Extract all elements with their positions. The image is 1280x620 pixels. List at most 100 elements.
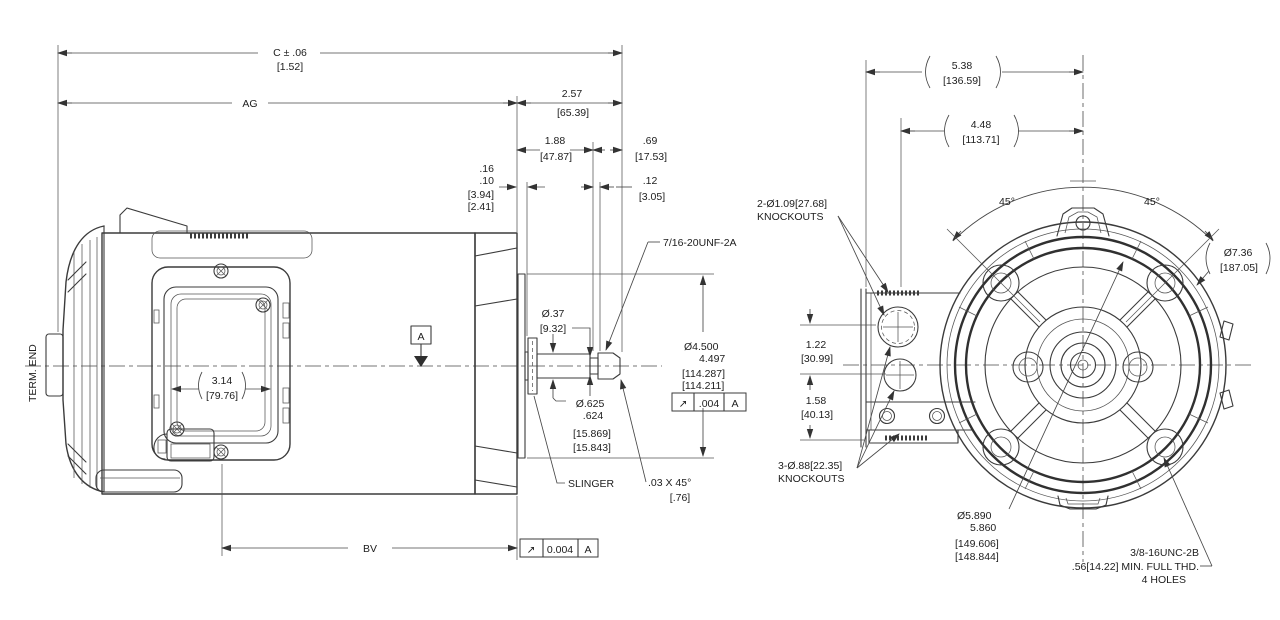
dim-12-in: .12 bbox=[643, 175, 658, 187]
dia-4500-l2: 4.497 bbox=[699, 353, 725, 365]
dim-1-88: 1.88 [47.87] bbox=[516, 135, 594, 163]
dia-4500-l1: Ø4.500 bbox=[684, 341, 719, 353]
dim-ag: AG bbox=[57, 98, 518, 110]
knockout-top bbox=[877, 306, 919, 348]
motor-body-outline bbox=[45, 207, 526, 495]
dim-394: [3.94] bbox=[468, 189, 494, 201]
tap-l3: 4 HOLES bbox=[1142, 574, 1186, 586]
runout-icon: ↗ bbox=[527, 544, 536, 556]
dim-bv-label: BV bbox=[363, 543, 377, 555]
dim-dia-5890: Ø5.890 5.860 [149.606] [148.844] bbox=[955, 261, 1124, 563]
dia-736-mm: [187.05] bbox=[1220, 262, 1258, 274]
dim-dia-736: Ø7.36 [187.05] bbox=[1196, 242, 1271, 286]
ko-top-l1: 2-Ø1.09[27.68] bbox=[757, 198, 827, 210]
runout-icon: ↗ bbox=[679, 398, 688, 410]
dia-625-l4: [15.843] bbox=[573, 442, 611, 454]
dim-2-57: 2.57 [65.39] bbox=[516, 88, 623, 119]
dim-c-mm: [1.52] bbox=[277, 61, 303, 73]
fcf-shaft-runout: ↗ .004 A bbox=[671, 392, 747, 412]
dim-c-label: C ± .06 bbox=[273, 47, 307, 59]
dim-12-mm: [3.05] bbox=[639, 191, 665, 203]
chamfer-callout: .03 X 45° [.76] bbox=[620, 379, 691, 504]
note-knockouts-bottom: 3-Ø.88[22.35] KNOCKOUTS bbox=[778, 346, 900, 485]
end-extension-lines bbox=[800, 60, 902, 441]
tap-l2: .56[14.22] MIN. FULL THD. bbox=[1072, 561, 1199, 573]
dim-c: C ± .06 [1.52] bbox=[57, 47, 623, 73]
thread-label: 7/16-20UNF-2A bbox=[663, 237, 737, 249]
dim-1-22-mm: [30.99] bbox=[801, 353, 833, 365]
dim-1-88-mm: [47.87] bbox=[540, 151, 572, 163]
face-spokes bbox=[1010, 291, 1156, 439]
dia-5890-l3: [149.606] bbox=[955, 538, 999, 550]
dim-dia-4500: Ø4.500 4.497 [114.287] [114.211] ↗ .004 … bbox=[671, 275, 747, 457]
dia-5890-l2: 5.860 bbox=[970, 522, 996, 534]
dia-4500-l3: [114.287] bbox=[682, 368, 725, 380]
slinger-callout: SLINGER bbox=[533, 395, 615, 490]
term-end-label: TERM. END bbox=[27, 344, 39, 402]
dim-4-48-mm: [113.71] bbox=[962, 134, 999, 146]
fcf-face-tol: 0.004 bbox=[547, 544, 573, 556]
right-tabs bbox=[1219, 320, 1234, 410]
fcf-shaft-tol: .004 bbox=[699, 398, 720, 410]
note-tapped-holes: 3/8-16UNC-2B .56[14.22] MIN. FULL THD. 4… bbox=[1072, 457, 1213, 586]
threaded-stub bbox=[597, 352, 621, 380]
dim-16: .16 bbox=[479, 163, 494, 175]
cover-screw bbox=[255, 297, 271, 313]
dim-1-22: 1.22 [30.99] bbox=[801, 309, 833, 390]
dim-ag-label: AG bbox=[242, 98, 257, 110]
dim-69: .69 [17.53] bbox=[592, 135, 667, 163]
shaft-assembly bbox=[524, 337, 621, 395]
dia-736-in: Ø7.36 bbox=[1224, 247, 1253, 259]
conduit-clamp bbox=[153, 428, 215, 462]
dim-69-mm: [17.53] bbox=[635, 151, 667, 163]
junction-box-end bbox=[860, 288, 976, 448]
dim-5-38-in: 5.38 bbox=[952, 60, 973, 72]
note-knockouts-top: 2-Ø1.09[27.68] KNOCKOUTS bbox=[757, 198, 889, 316]
dim-box-width: 3.14 [79.76] bbox=[171, 371, 271, 402]
chamfer-l2: [.76] bbox=[670, 492, 691, 504]
dim-16-10: .16 .10 [3.94] [2.41] bbox=[468, 163, 545, 213]
dim-12: .12 [3.05] bbox=[581, 175, 665, 203]
mounting-bolt-holes bbox=[982, 264, 1184, 466]
box-screw bbox=[878, 407, 946, 425]
end-view: 5.38 [136.59] 4.48 [113.71] 45° 45° bbox=[757, 55, 1271, 586]
end-bell-boss bbox=[45, 333, 64, 397]
dim-1-58-mm: [40.13] bbox=[801, 409, 833, 421]
motor-end-circles bbox=[939, 221, 1227, 509]
dim-1-22-in: 1.22 bbox=[806, 339, 827, 351]
side-bolt-holes bbox=[1012, 351, 1154, 383]
dim-1-88-in: 1.88 bbox=[545, 135, 566, 147]
dim-dia-37: Ø.37 [9.32] bbox=[540, 308, 594, 396]
dim-5-38: 5.38 [136.59] bbox=[865, 55, 1084, 89]
slinger-label: SLINGER bbox=[568, 478, 615, 490]
dim-4-48: 4.48 [113.71] bbox=[900, 114, 1084, 148]
dim-69-in: .69 bbox=[643, 135, 658, 147]
dim-10: .10 bbox=[479, 175, 494, 187]
nameplate bbox=[151, 230, 313, 259]
dim-5-38-mm: [136.59] bbox=[943, 75, 981, 87]
dim-dia-625: Ø.625 .624 [15.869] [15.843] bbox=[549, 334, 611, 454]
dia-5890-l4: [148.844] bbox=[955, 551, 999, 563]
dim-box-width-in: 3.14 bbox=[212, 375, 233, 387]
dia-4500-l4: [114.211] bbox=[682, 380, 724, 392]
dia-37-in: Ø.37 bbox=[542, 308, 565, 320]
ko-top-l2: KNOCKOUTS bbox=[757, 211, 824, 223]
dia-625-l2: .624 bbox=[583, 410, 604, 422]
dim-1-58: 1.58 [40.13] bbox=[801, 395, 833, 439]
bottom-lug bbox=[1057, 495, 1109, 510]
cover-screw bbox=[213, 444, 229, 460]
tap-l1: 3/8-16UNC-2B bbox=[1130, 547, 1199, 559]
dim-45-deg: 45° 45° bbox=[946, 180, 1220, 323]
dim-1-58-in: 1.58 bbox=[806, 395, 827, 407]
dim-241: [2.41] bbox=[468, 201, 494, 213]
extension-lines bbox=[57, 45, 714, 560]
junction-box-side: 3.14 [79.76] bbox=[151, 263, 291, 462]
angle-left-label: 45° bbox=[999, 196, 1015, 208]
fcf-face-datum: A bbox=[584, 544, 591, 556]
cover-screw bbox=[213, 263, 229, 279]
dia-625-l3: [15.869] bbox=[573, 428, 611, 440]
dia-37-mm: [9.32] bbox=[540, 323, 566, 335]
dia-625-l1: Ø.625 bbox=[576, 398, 605, 410]
